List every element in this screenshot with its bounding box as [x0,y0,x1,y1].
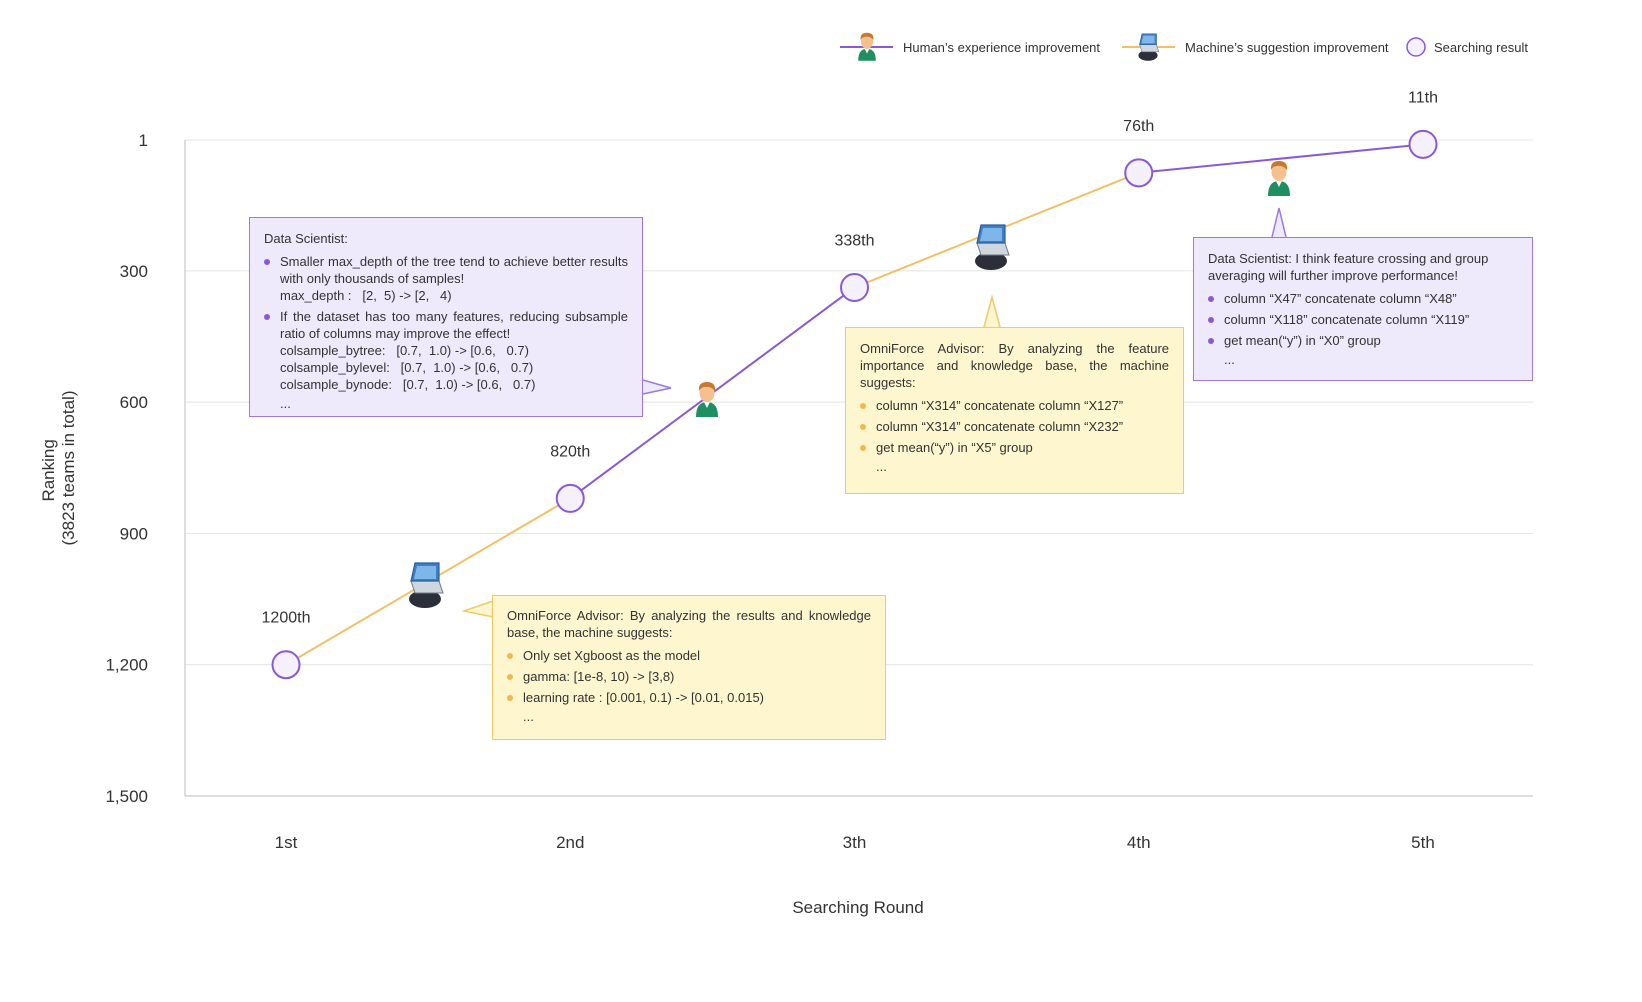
list-item-text: If the dataset has too many features, re… [280,309,628,341]
legend: Human’s experience improvement Machine’s… [840,32,1528,62]
list-item: get mean(“y”) in “X5” group [860,439,1169,456]
list-item: learning rate : [0.001, 0.1) -> [0.01, 0… [507,689,871,706]
callout-list: Smaller max_depth of the tree tend to ac… [264,253,628,393]
rank-label: 11th [1408,89,1438,106]
y-tick-label: 1,500 [105,787,148,806]
y-tick-labels: 1 300 600 900 1,200 1,500 [105,131,148,806]
x-tick-label: 5th [1411,833,1435,852]
result-marker [840,272,869,302]
y-axis-title-line2: (3823 teams in total) [59,391,78,546]
legend-result-label: Searching result [1434,40,1528,55]
callout-heading: Data Scientist: I think feature crossing… [1208,251,1489,283]
y-axis-title: Ranking (3823 teams in total) [39,391,78,546]
list-item-detail: colsample_bytree: [0.7, 1.0) -> [0.6, 0.… [280,343,529,358]
list-item: get mean(“y”) in “X0” group [1208,332,1518,349]
x-tick-label: 1st [275,833,298,852]
callout-heading: OmniForce Advisor: By analyzing the resu… [507,608,871,640]
person-icon [1268,161,1290,196]
list-item: column “X118” concatenate column “X119” [1208,311,1518,328]
callout-pointer-advisor-2 [983,294,1001,328]
legend-human-label: Human’s experience improvement [903,40,1100,55]
laptop-icon [974,224,1010,271]
y-axis-title-line1: Ranking [39,439,58,501]
callout-data-scientist-2: Data Scientist: I think feature crossing… [1193,237,1533,381]
callout-ellipsis: ... [876,459,887,474]
rank-label: 338th [834,232,874,249]
result-marker [1124,158,1154,188]
x-tick-label: 3th [843,833,867,852]
list-item-detail: colsample_bynode: [0.7, 1.0) -> [0.6, 0.… [280,377,536,392]
callout-advisor-1: OmniForce Advisor: By analyzing the resu… [492,595,886,740]
callout-pointer-data-scientist-2 [1271,207,1287,238]
list-item: column “X47” concatenate column “X48” [1208,290,1518,307]
list-item: gamma: [1e-8, 10) -> [3,8) [507,668,871,685]
list-item: column “X314” concatenate column “X232” [860,418,1169,435]
result-markers [271,129,1438,680]
list-item: column “X314” concatenate column “X127” [860,397,1169,414]
x-tick-labels: 1st 2nd 3th 4th 5th [275,833,1435,852]
callout-heading: Data Scientist: [264,231,348,246]
rank-label: 820th [550,443,590,460]
callout-list: column “X47” concatenate column “X48” co… [1208,290,1518,349]
legend-machine-label: Machine’s suggestion improvement [1185,40,1389,55]
y-tick-label: 1,200 [105,656,148,675]
callout-list: column “X314” concatenate column “X127” … [860,397,1169,456]
laptop-icon [408,562,444,609]
callout-ellipsis: ... [1224,352,1235,367]
result-marker [1408,129,1438,159]
rank-labels: 1200th 820th 338th 76th 11th [262,89,1438,626]
callout-ellipsis: ... [280,396,291,411]
rank-label: 76th [1123,118,1154,135]
result-marker [555,483,585,513]
laptop-icon [1138,33,1160,62]
person-icon [696,382,718,417]
callout-pointer-data-scientist-1 [642,379,672,395]
y-tick-label: 300 [120,262,148,281]
callout-pointer-advisor-1 [461,600,494,618]
list-item: Only set Xgboost as the model [507,647,871,664]
list-item-detail: max_depth : [2, 5) -> [2, 4) [280,288,452,303]
callout-advisor-2: OmniForce Advisor: By analyzing the feat… [845,327,1184,494]
callout-heading: OmniForce Advisor: By analyzing the feat… [860,341,1169,390]
result-marker [271,650,301,680]
y-tick-label: 1 [139,131,148,150]
list-item: If the dataset has too many features, re… [264,308,628,393]
y-tick-label: 600 [120,393,148,412]
rank-label: 1200th [262,610,311,627]
human-improvement-line [1138,143,1424,174]
list-item-detail: colsample_bylevel: [0.7, 1.0) -> [0.6, 0… [280,360,534,375]
y-tick-label: 900 [120,524,148,543]
x-axis-title: Searching Round [792,898,923,917]
list-item: Smaller max_depth of the tree tend to ac… [264,253,628,304]
legend-result-marker [1406,37,1426,57]
callout-list: Only set Xgboost as the model gamma: [1e… [507,647,871,706]
list-item-text: Smaller max_depth of the tree tend to ac… [280,254,628,286]
x-tick-label: 4th [1127,833,1151,852]
callout-data-scientist-1: Data Scientist: Smaller max_depth of the… [249,217,643,417]
callout-ellipsis: ... [523,709,534,724]
x-tick-label: 2nd [556,833,584,852]
